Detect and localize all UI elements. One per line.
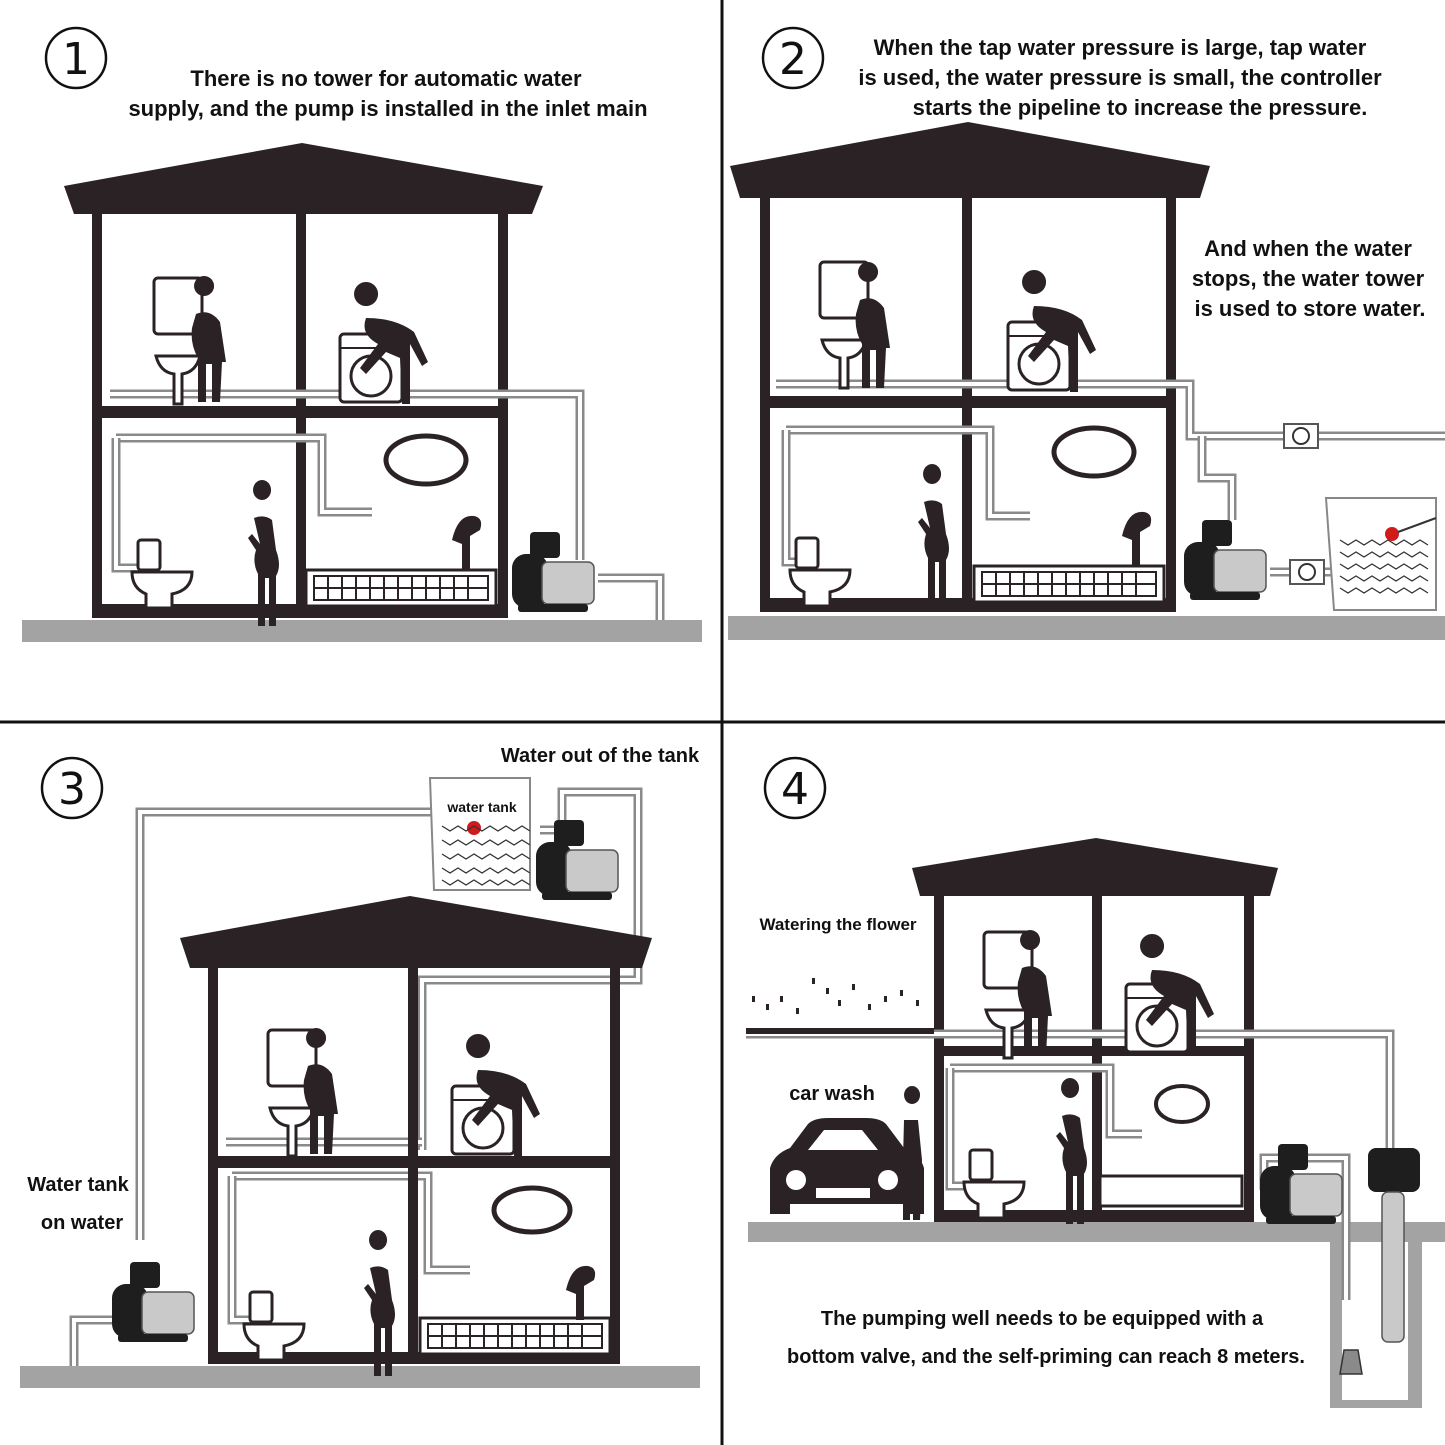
panel-2-caption-line-2: is used, the water pressure is small, th… [858,65,1382,90]
panel-3-bottom-pump [111,1261,195,1343]
panel-4-house [912,838,1278,1222]
panel-1-house [64,143,543,618]
panel-3-roof-tank: water tank [428,777,531,891]
panel-4-number: 4 [781,764,809,815]
panel-2-side-line-3: is used to store water. [1194,296,1425,321]
panel-1-pipes [110,389,665,620]
panel-2-side-line-1: And when the water [1204,236,1412,261]
panel-1: 1 There is no tower for automatic water … [22,26,702,642]
panel-2-storage-tank [1324,497,1437,611]
panel-4-submersible-pump [1339,1148,1420,1375]
panel-1-caption-line-1: There is no tower for automatic water [190,66,582,91]
panel-1-number: 1 [62,34,90,85]
panel-3: 3 Water out of the tank Water tank on wa… [20,745,700,1388]
panel-3-number: 3 [58,764,86,815]
panel-2-caption-line-3: starts the pipeline to increase the pres… [913,95,1368,120]
panel-4-garden-bed [746,978,934,1034]
panel-4-bottom-line-2: bottom valve, and the self-priming can r… [787,1346,1305,1368]
panel-3-tank-label: water tank [446,799,516,815]
panel-2-side-line-2: stops, the water tower [1192,266,1425,291]
panel-4-flower-label: Watering the flower [759,915,916,934]
panel-4-bottom-line-1: The pumping well needs to be equipped wi… [821,1308,1264,1330]
panel-3-ceiling-light [491,1185,573,1235]
panel-2: 2 When the tap water pressure is large, … [728,26,1445,640]
panel-4-car-label: car wash [789,1083,875,1105]
panel-4-car [770,1118,924,1214]
panel-1-caption-line-2: supply, and the pump is installed in the… [128,96,647,121]
panel-4-ceiling-light [1154,1084,1210,1124]
panel-3-side-line-1: Water tank [27,1174,129,1196]
panel-3-side-line-2: on water [41,1212,123,1234]
panel-1-ceiling-light [383,433,469,487]
panel-3-top-label: Water out of the tank [501,745,700,767]
panel-4: 4 Watering the flower car wash The pumpi… [746,756,1445,1408]
panel-3-house [180,896,652,1364]
panel-2-ceiling-light [1051,425,1137,479]
panel-2-pump [1183,519,1267,601]
panel-2-caption-line-1: When the tap water pressure is large, ta… [874,35,1367,60]
panel-2-number: 2 [779,34,807,85]
